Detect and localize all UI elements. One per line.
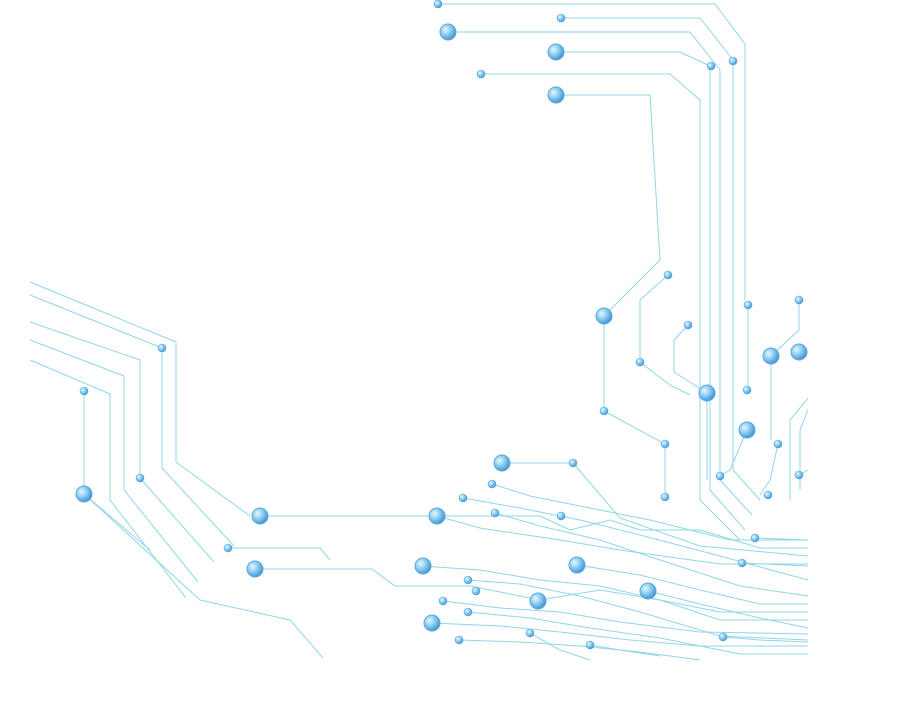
circuit-pad-small bbox=[706, 61, 716, 71]
circuit-pad-small bbox=[585, 640, 595, 650]
circuit-trace bbox=[228, 547, 331, 561]
circuit-pad-large bbox=[493, 454, 511, 472]
circuit-pad-large bbox=[547, 43, 565, 61]
circuit-pad-large bbox=[251, 507, 269, 525]
circuit-pad-small bbox=[742, 385, 752, 395]
circuit-pad-small bbox=[599, 406, 609, 416]
circuit-trace bbox=[494, 512, 809, 597]
circuit-pad-small bbox=[663, 270, 673, 280]
circuit-trace bbox=[436, 515, 808, 565]
circuit-pad-small bbox=[79, 386, 89, 396]
circuit-nodes bbox=[75, 0, 808, 650]
circuit-pad-small bbox=[463, 607, 473, 617]
circuit-pad-large bbox=[547, 86, 565, 104]
circuit-pad-small bbox=[743, 300, 753, 310]
circuit-pad-small bbox=[715, 471, 725, 481]
circuit-trace bbox=[556, 94, 661, 410]
circuit-trace bbox=[462, 497, 809, 581]
circuit-pad-small bbox=[157, 343, 167, 353]
circuit-pad-large bbox=[428, 507, 446, 525]
circuit-trace bbox=[29, 281, 251, 517]
circuit-trace bbox=[647, 590, 809, 629]
circuit-pad-small bbox=[487, 479, 497, 489]
circuit-trace bbox=[576, 564, 808, 605]
circuit-trace bbox=[561, 17, 761, 501]
circuit-pad-large bbox=[568, 556, 586, 574]
circuit-pad-small bbox=[660, 492, 670, 502]
circuit-trace bbox=[589, 644, 661, 657]
circuit-pad-large bbox=[529, 592, 547, 610]
circuit-pad-small bbox=[490, 508, 500, 518]
circuit-trace bbox=[481, 73, 741, 541]
circuit-pad-small bbox=[135, 473, 145, 483]
circuit-trace bbox=[448, 31, 753, 516]
circuit-pad-large bbox=[423, 614, 441, 632]
circuit-pad-small bbox=[556, 511, 566, 521]
circuit-pad-small bbox=[737, 558, 747, 568]
circuit-pad-small bbox=[471, 586, 481, 596]
circuit-pad-large bbox=[75, 485, 93, 503]
circuit-trace bbox=[502, 462, 809, 557]
circuit-pad-large bbox=[790, 343, 808, 361]
circuit-trace bbox=[458, 639, 701, 661]
circuit-pad-large bbox=[639, 582, 657, 600]
circuit-trace bbox=[29, 294, 235, 547]
circuit-trace bbox=[442, 600, 809, 635]
circuit-pad-large bbox=[738, 421, 756, 439]
circuit-trace bbox=[438, 3, 746, 300]
circuit-trace bbox=[722, 636, 809, 643]
circuit-pad-large bbox=[439, 23, 457, 41]
circuit-pad-small bbox=[525, 628, 535, 638]
circuit-trace bbox=[603, 410, 666, 497]
circuit-pad-small bbox=[763, 490, 773, 500]
circuit-trace bbox=[754, 537, 809, 541]
circuit-trace bbox=[29, 359, 187, 599]
circuit-pad-small bbox=[223, 543, 233, 553]
circuit-pad-small bbox=[773, 439, 783, 449]
circuit-trace bbox=[759, 443, 779, 496]
circuit-pad-small bbox=[683, 320, 693, 330]
circuit-pad-large bbox=[595, 307, 613, 325]
circuit-pad-large bbox=[246, 560, 264, 578]
circuit-pad-small bbox=[433, 0, 443, 9]
circuit-pad-small bbox=[718, 632, 728, 642]
circuit-trace bbox=[431, 622, 808, 647]
circuit-trace bbox=[467, 611, 808, 655]
circuit-pad-large bbox=[698, 384, 716, 402]
circuit-pad-small bbox=[635, 357, 645, 367]
circuit-trace bbox=[789, 397, 809, 500]
circuit-pad-small bbox=[750, 533, 760, 543]
circuit-trace bbox=[673, 324, 708, 480]
circuit-trace bbox=[799, 409, 809, 490]
circuit-pad-small bbox=[794, 295, 804, 305]
circuit-pad-small bbox=[458, 493, 468, 503]
circuit-pad-small bbox=[438, 596, 448, 606]
circuit-pad-small bbox=[476, 69, 486, 79]
circuit-pad-small bbox=[454, 635, 464, 645]
circuit-pad-large bbox=[414, 557, 432, 575]
circuit-pad-small bbox=[463, 575, 473, 585]
circuit-trace bbox=[770, 300, 800, 440]
circuit-trace bbox=[741, 562, 809, 567]
circuit-trace bbox=[422, 565, 808, 613]
circuit-trace bbox=[529, 632, 591, 661]
circuit-trace bbox=[260, 515, 808, 549]
circuit-pad-large bbox=[762, 347, 780, 365]
circuit-trace bbox=[467, 579, 809, 641]
circuit-trace bbox=[491, 483, 808, 541]
circuit-pad-small bbox=[660, 439, 670, 449]
circuit-trace bbox=[29, 339, 199, 583]
circuit-pad-small bbox=[556, 13, 566, 23]
circuit-pad-small bbox=[794, 470, 804, 480]
circuit-pad-small bbox=[728, 56, 738, 66]
circuit-trace bbox=[29, 321, 215, 563]
circuit-trace bbox=[83, 493, 324, 659]
circuit-pad-small bbox=[568, 458, 578, 468]
